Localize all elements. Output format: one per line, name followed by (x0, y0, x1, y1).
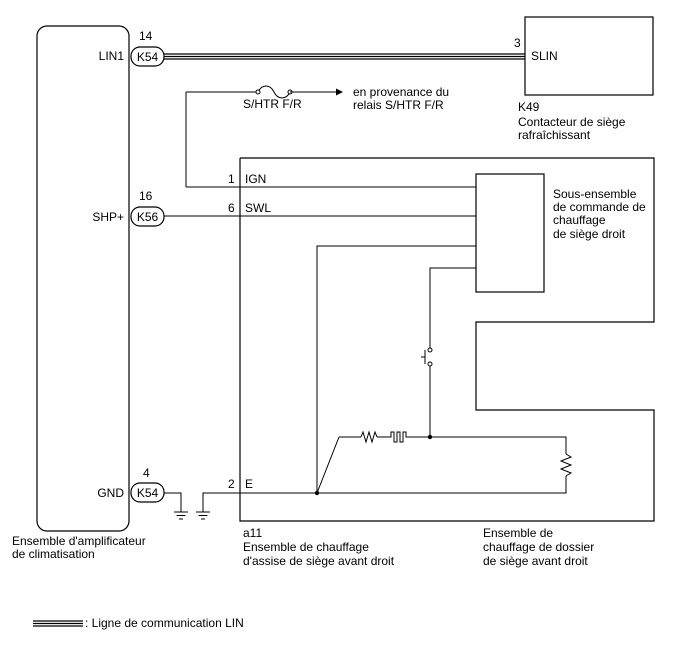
seat-assembly-code: a11 (243, 526, 262, 540)
heater-element-icon (384, 431, 409, 443)
control-caption-line3: chauffage (553, 213, 606, 227)
junction-dot (314, 490, 320, 496)
fuse-label: S/HTR F/R (243, 97, 302, 111)
slin-pin-number: 3 (514, 36, 521, 50)
fuse-symbol (257, 85, 291, 99)
back-heater-caption-line2: chauffage de dossier (483, 540, 594, 554)
amplifier-caption-line2: de climatisation (12, 547, 95, 561)
switch-code: K49 (518, 100, 540, 114)
cooling-seat-switch: 3 SLIN K49 Contacteur de siège rafraîchi… (514, 16, 654, 142)
gnd-pin-label: GND (97, 486, 124, 500)
e-pin-label: E (245, 477, 253, 491)
fuse-circuit: S/HTR F/R en provenance du relais S/HTR … (185, 85, 476, 188)
ign-pin-label: IGN (245, 172, 266, 186)
heater-control-subassembly: Sous-ensemble de commande de chauffage d… (475, 173, 646, 293)
seat-assembly-caption-line1: Ensemble de chauffage (243, 540, 369, 554)
amplifier-assembly: Ensemble d'amplificateur de climatisatio… (12, 25, 146, 561)
switch-caption-line2: rafraîchissant (518, 128, 591, 142)
legend-text: : Ligne de communication LIN (85, 616, 244, 630)
back-heater-caption-line3: de siège avant droit (483, 554, 588, 568)
shp-connector-code: K56 (137, 210, 159, 224)
seat-cushion-heater-assembly: 1 IGN 6 SWL 2 E a11 Ensemble de chauffag… (228, 157, 655, 568)
control-caption-line2: de commande de (553, 200, 646, 214)
lin1-pin-label: LIN1 (99, 49, 125, 63)
fuse-note-line2: relais S/HTR F/R (353, 98, 444, 112)
seat-assembly-caption-line2: d'assise de siège avant droit (243, 554, 395, 568)
control-subassembly-box (475, 173, 545, 293)
arrow-icon (336, 88, 343, 96)
swl-pin-number: 6 (228, 201, 235, 215)
lin1-pin-number: 14 (139, 29, 153, 43)
seatback-heater-assembly: Ensemble de chauffage de dossier de sièg… (483, 526, 594, 568)
e-pin-number: 2 (228, 477, 235, 491)
junction-dot (427, 434, 433, 440)
shp-pin-number: 16 (139, 189, 153, 203)
seat-ground (196, 492, 240, 520)
lin-line-legend-icon (33, 620, 83, 627)
lin1-pin: 14 LIN1 K54 (99, 29, 165, 67)
amplifier-box (36, 25, 130, 532)
fuse-note-line1: en provenance du (353, 85, 449, 99)
lin1-connector-code: K54 (137, 50, 159, 64)
shp-pin: 16 SHP+ K56 (92, 189, 476, 227)
swl-pin-label: SWL (245, 201, 271, 215)
control-caption-line1: Sous-ensemble (553, 187, 637, 201)
legend: : Ligne de communication LIN (33, 616, 244, 630)
switch-box (524, 16, 654, 96)
back-heater-resistor-icon (559, 453, 573, 477)
shp-pin-label: SHP+ (92, 210, 124, 224)
ign-pin-number: 1 (228, 172, 235, 186)
seat-assembly-outline (239, 157, 655, 522)
lin-communication-line (164, 53, 525, 60)
gnd-connector-code: K54 (137, 486, 159, 500)
resistor-icon (360, 430, 378, 444)
amplifier-caption-line1: Ensemble d'amplificateur (12, 534, 146, 548)
internal-wiring (240, 245, 573, 496)
ground-icon (174, 511, 188, 520)
gnd-pin-number: 4 (143, 466, 150, 480)
slin-pin-label: SLIN (531, 49, 558, 63)
thermostat-switch-icon (421, 347, 433, 367)
switch-caption-line1: Contacteur de siège (518, 115, 626, 129)
gnd-pin: 4 GND K54 (97, 466, 188, 520)
ground-icon (196, 511, 210, 520)
back-heater-caption-line1: Ensemble de (483, 526, 553, 540)
control-caption-line4: de siège droit (553, 227, 626, 241)
